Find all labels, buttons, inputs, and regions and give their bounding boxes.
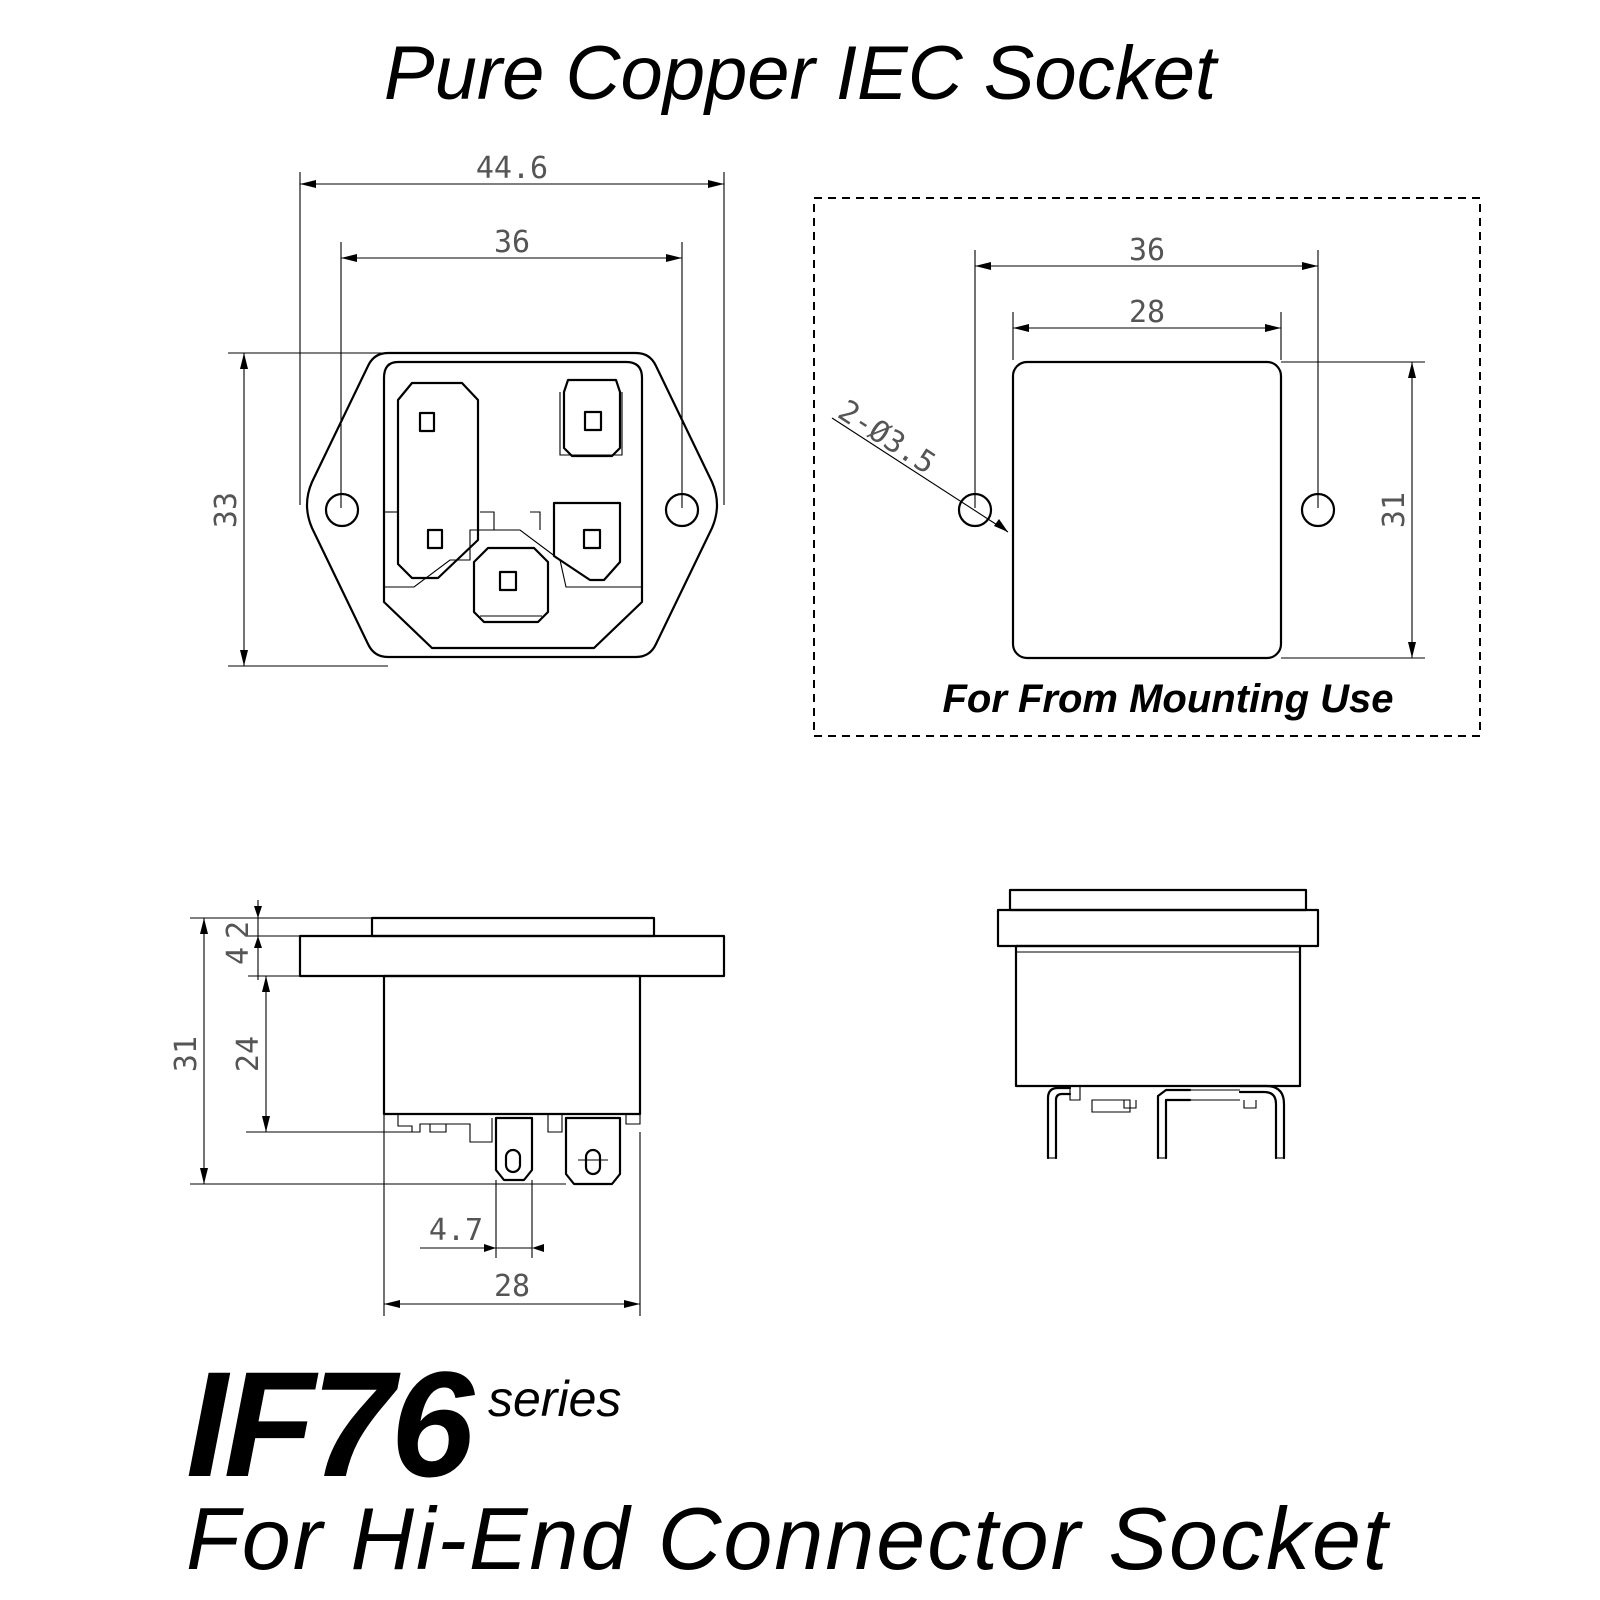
side-pin-2: [564, 1116, 622, 1186]
side-pin-1: [494, 1116, 534, 1182]
front-mount-hole-left: [324, 492, 360, 528]
front-flange-outline: [305, 351, 719, 659]
rear-terminal-left: [1046, 1086, 1072, 1160]
side-dim-top-2: 2: [221, 921, 256, 939]
cutout-dim-height: 31: [1377, 492, 1412, 528]
front-pin-top-right: [562, 378, 622, 458]
side-dim-total-depth: 31: [169, 1036, 204, 1072]
cutout-panel-rectangle: [1011, 360, 1283, 660]
front-dim-hole-spacing: 36: [494, 225, 530, 260]
side-dim-body-width: 28: [494, 1269, 530, 1304]
front-earth-pin-hole: [418, 411, 436, 433]
front-dim-overall-width: 44.6: [476, 151, 548, 186]
side-dim-body-depth: 24: [231, 1036, 266, 1072]
page-subtitle: For Hi-End Connector Socket: [186, 1489, 1390, 1588]
front-pin-bottom-center: [472, 546, 550, 624]
front-pin-mid-right: [552, 501, 622, 582]
rear-flange: [996, 908, 1320, 948]
side-dim-top-4: 4: [221, 947, 256, 965]
side-flange: [298, 934, 726, 978]
rear-top-lip: [1008, 888, 1308, 912]
rear-side-view: [996, 888, 1320, 1160]
rear-terminal-right: [1238, 1084, 1286, 1160]
side-body: [382, 974, 642, 1116]
page-title: Pure Copper IEC Socket: [383, 31, 1217, 116]
front-dim-height: 33: [209, 492, 244, 528]
cutout-dim-hole-spacing: 36: [1129, 233, 1165, 268]
mounting-note: For From Mounting Use: [942, 677, 1393, 721]
cutout-view: 36 28 31 2-Ø3.5 For From Mounting Use: [813, 197, 1481, 737]
side-dim-pin-spacing: 4.7: [429, 1213, 483, 1248]
series-label: series: [488, 1371, 622, 1427]
rear-body: [1014, 944, 1302, 1088]
cutout-dim-holes: 2-Ø3.5: [832, 393, 942, 481]
front-earth-pin: [396, 381, 480, 580]
model-name: IF76: [186, 1340, 474, 1508]
front-socket-outline: [382, 360, 644, 650]
side-top-lip: [370, 916, 656, 938]
cutout-dim-width: 28: [1129, 295, 1165, 330]
side-view: 2 4 24 31 4.7 28: [169, 900, 726, 1316]
front-view: 44.6 36 33: [209, 151, 725, 667]
